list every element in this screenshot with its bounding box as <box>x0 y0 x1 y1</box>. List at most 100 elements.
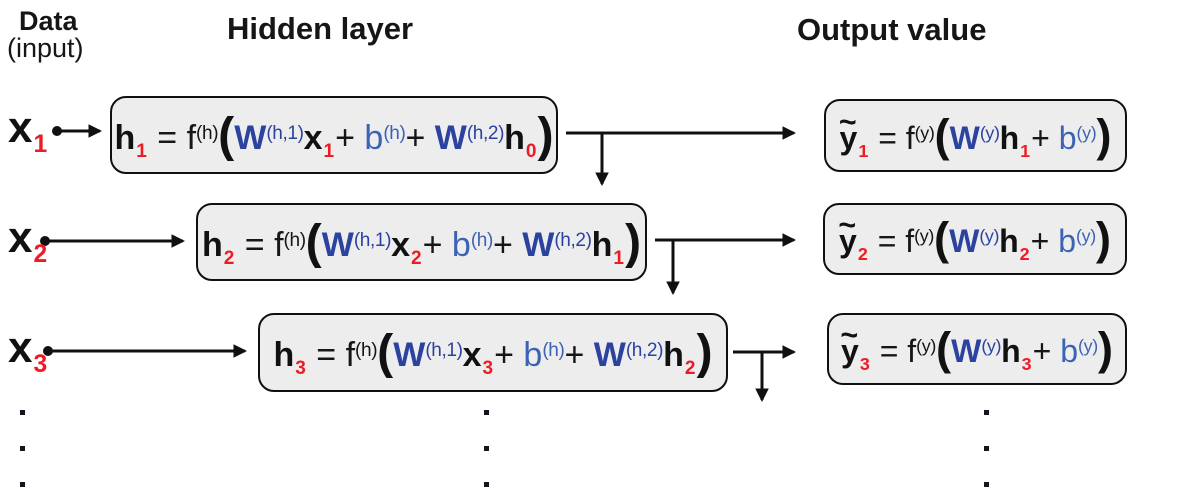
eq-token: ~y <box>838 208 857 273</box>
eq-token: 2 <box>684 357 696 379</box>
eq-token: (h,1) <box>425 339 463 361</box>
eq-token: W <box>522 226 555 264</box>
eq-token: (h,1) <box>353 229 392 251</box>
eq-token: h <box>114 119 136 157</box>
eq-token: W <box>949 120 980 156</box>
eq-token: W <box>951 333 982 369</box>
eq-token: ) <box>1095 212 1111 264</box>
eq-token: b <box>523 336 543 374</box>
eq-token: x <box>8 103 33 152</box>
eq-token: (y) <box>981 336 1002 357</box>
eq-token: b <box>1058 223 1077 259</box>
hidden-box-h2: h2 = f(h)(W(h,1)x2+ b(h)+ W(h,2)h1) <box>196 203 647 281</box>
eq-token: h <box>999 120 1020 156</box>
eq-token: h <box>201 226 223 264</box>
eq-token: (h) <box>196 122 219 144</box>
eq-token: x <box>303 119 323 157</box>
output-box-y3: ~y3 = f(y)(W(y)h3+ b(y)) <box>827 313 1127 385</box>
eq-token: 1 <box>1020 140 1031 161</box>
eq-token: x <box>8 323 33 372</box>
hidden-box-h1: h1 = f(h)(W(h,1)x1+ b(h)+ W(h,2)h0) <box>110 96 558 174</box>
eq-token: ( <box>377 324 394 379</box>
eq-token: (y) <box>979 123 1000 144</box>
data-column-header: Data <box>19 6 78 36</box>
eq-token: ) <box>537 107 554 162</box>
ellipsis-dot <box>984 446 989 451</box>
input-arrow-start-dot-1 <box>52 126 62 136</box>
eq-token: + <box>1031 120 1059 156</box>
eq-token: = <box>868 223 906 259</box>
output-value-column-header: Output value <box>797 12 987 47</box>
eq-token: (y) <box>916 336 936 357</box>
eq-token: ) <box>1096 109 1112 161</box>
eq-token: (y) <box>914 123 935 144</box>
eq-token: (h) <box>542 339 565 361</box>
eq-token: 3 <box>482 357 494 379</box>
eq-token: 2 <box>33 241 48 269</box>
hidden-layer-column-header: Hidden layer <box>227 11 414 46</box>
tilde-mark: ~ <box>838 207 857 242</box>
eq-token: (y) <box>1076 123 1097 144</box>
ellipsis-dot <box>984 410 989 415</box>
eq-token: h <box>1001 333 1021 369</box>
eq-token: x <box>391 226 410 264</box>
input-label-x2: x2 <box>8 213 48 268</box>
eq-token: 3 <box>1021 353 1032 374</box>
eq-token: + <box>564 336 594 374</box>
eq-token: ) <box>1097 322 1113 374</box>
eq-token: (h,2) <box>625 339 664 361</box>
eq-token: f <box>905 120 915 156</box>
eq-token: x <box>8 213 33 262</box>
eq-token: (y) <box>979 226 1000 247</box>
eq-token: b <box>1058 120 1077 156</box>
eq-token: (h) <box>283 229 307 251</box>
ellipsis-dot <box>484 482 489 487</box>
eq-token: 2 <box>410 247 422 269</box>
eq-token: f <box>905 223 915 259</box>
eq-token: f <box>274 226 284 264</box>
eq-token: ( <box>305 214 322 269</box>
eq-token: 3 <box>295 357 306 379</box>
ellipsis-dot <box>20 482 25 487</box>
output-box-y1: ~y1 = f(y)(W(y)h1+ b(y)) <box>824 99 1127 172</box>
eq-token: ) <box>624 214 642 269</box>
hidden-box-h3: h3 = f(h)(W(h,1)x3+ b(h)+ W(h,2)h2) <box>258 313 728 392</box>
eq-token: 1 <box>136 140 147 162</box>
ellipsis-dot <box>484 446 489 451</box>
eq-token: W <box>393 336 426 374</box>
eq-token: 3 <box>859 353 870 374</box>
eq-token: 1 <box>33 131 48 159</box>
eq-token: + <box>405 119 435 157</box>
eq-token: 1 <box>613 247 624 269</box>
eq-token: (h,2) <box>554 229 592 251</box>
eq-token: b <box>1060 333 1079 369</box>
eq-token: W <box>321 226 354 264</box>
eq-token: 0 <box>525 140 537 162</box>
eq-token: = <box>869 120 906 156</box>
eq-token: = <box>235 226 275 264</box>
eq-token: + <box>422 226 452 264</box>
output-box-y2: ~y2 = f(y)(W(y)h2+ b(y)) <box>823 203 1127 275</box>
eq-token: (y) <box>1076 226 1096 247</box>
eq-token: h <box>273 336 295 374</box>
eq-token: f <box>907 333 917 369</box>
eq-token: f <box>345 336 356 374</box>
input-label-x1: x1 <box>8 103 48 158</box>
eq-token: 2 <box>857 243 868 264</box>
ellipsis-dot <box>484 410 489 415</box>
eq-token: + <box>1030 223 1059 259</box>
eq-token: ) <box>696 324 713 379</box>
eq-token: 2 <box>223 247 235 269</box>
eq-token: ~y <box>840 318 859 383</box>
eq-token: ( <box>933 212 950 264</box>
eq-token: ~y <box>839 105 858 170</box>
eq-token: b <box>451 226 471 264</box>
eq-token: (h,1) <box>266 122 304 144</box>
eq-token: = <box>306 336 346 374</box>
tilde-mark: ~ <box>838 104 857 139</box>
eq-token: (h) <box>383 122 406 144</box>
eq-token: h <box>663 336 684 374</box>
data-column-subheader: (input) <box>7 33 84 63</box>
eq-token: + <box>335 119 365 157</box>
